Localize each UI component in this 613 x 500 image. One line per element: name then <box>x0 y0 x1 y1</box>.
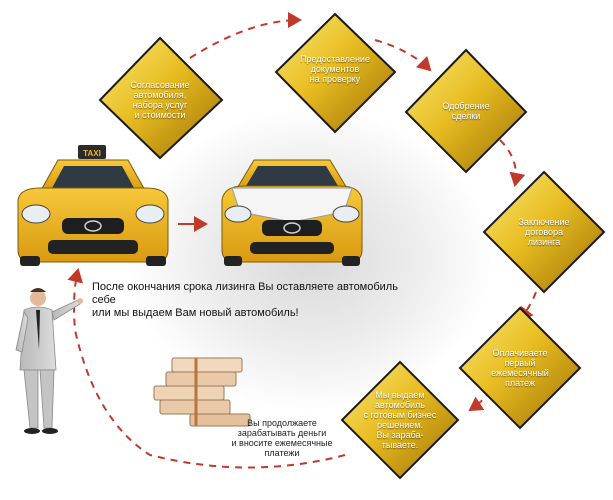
businessman-figure <box>15 288 83 434</box>
arrow-6-start <box>67 268 346 469</box>
diamond-6 <box>340 360 460 480</box>
diamond-3 <box>404 48 528 174</box>
step-5-label: Оплачиваете первый ежемесячный платеж <box>491 348 549 388</box>
arrow-1-2 <box>189 12 302 59</box>
money-stacks-icon <box>153 357 251 427</box>
arrow-2-3 <box>374 39 432 72</box>
taxi-sign-text: TAXI <box>83 149 101 158</box>
step-2-label: Предоставление документов на проверку <box>300 54 370 84</box>
monthly-payments-note: Вы продолжаете зарабатывать деньги и вно… <box>231 418 333 458</box>
diamond-4 <box>482 170 606 294</box>
step-1-label: Согласование автомобиля, набора услуг и … <box>130 80 190 120</box>
diamond-5 <box>458 306 582 430</box>
diamond-1 <box>98 36 224 160</box>
lease-end-caption: После окончания срока лизинга Вы оставля… <box>92 281 398 319</box>
step-6-label: Мы выдаем автомобиль с готовым бизнес ре… <box>363 390 437 450</box>
new-car <box>221 159 363 266</box>
arrow-3-4 <box>499 139 526 187</box>
step-diamonds <box>98 12 606 480</box>
diamond-2 <box>274 12 397 134</box>
step-4-label: Заключение договора лизинга <box>518 217 570 247</box>
taxi-car: TAXI <box>17 145 169 266</box>
step-3-label: Одобрение сделки <box>442 101 490 121</box>
